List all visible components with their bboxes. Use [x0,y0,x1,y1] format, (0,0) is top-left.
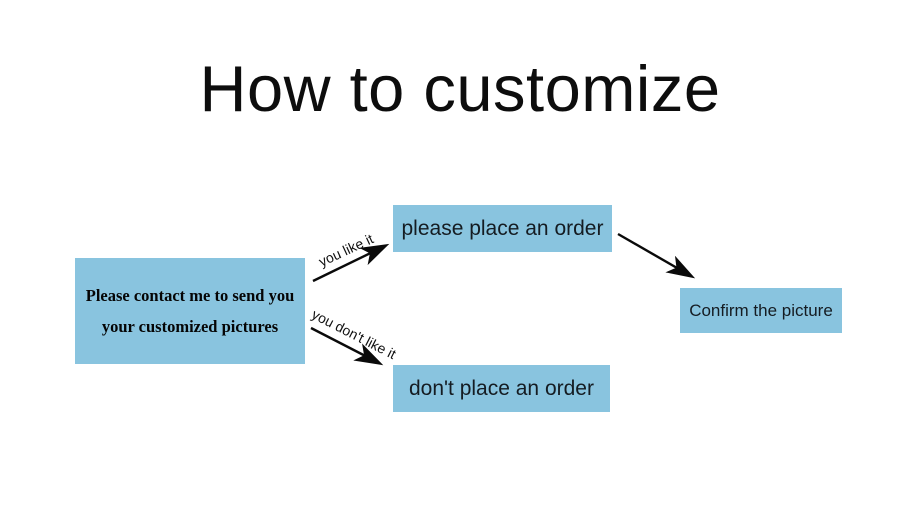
arrow-you-like-it [312,243,390,283]
arrow-order-to-confirm [617,232,696,279]
node-confirm-picture: Confirm the picture [680,288,842,333]
node-place-order: please place an order [393,205,612,252]
page-title: How to customize [199,52,721,125]
node-contact-me-line2: your customized pictures [101,317,279,336]
node-dont-place-order: don't place an order [393,365,610,412]
node-contact-me-line1: Please contact me to send you [85,286,295,305]
arrow-you-dont-like-it [310,326,384,366]
node-contact-me: Please contact me to send you your custo… [75,258,305,364]
